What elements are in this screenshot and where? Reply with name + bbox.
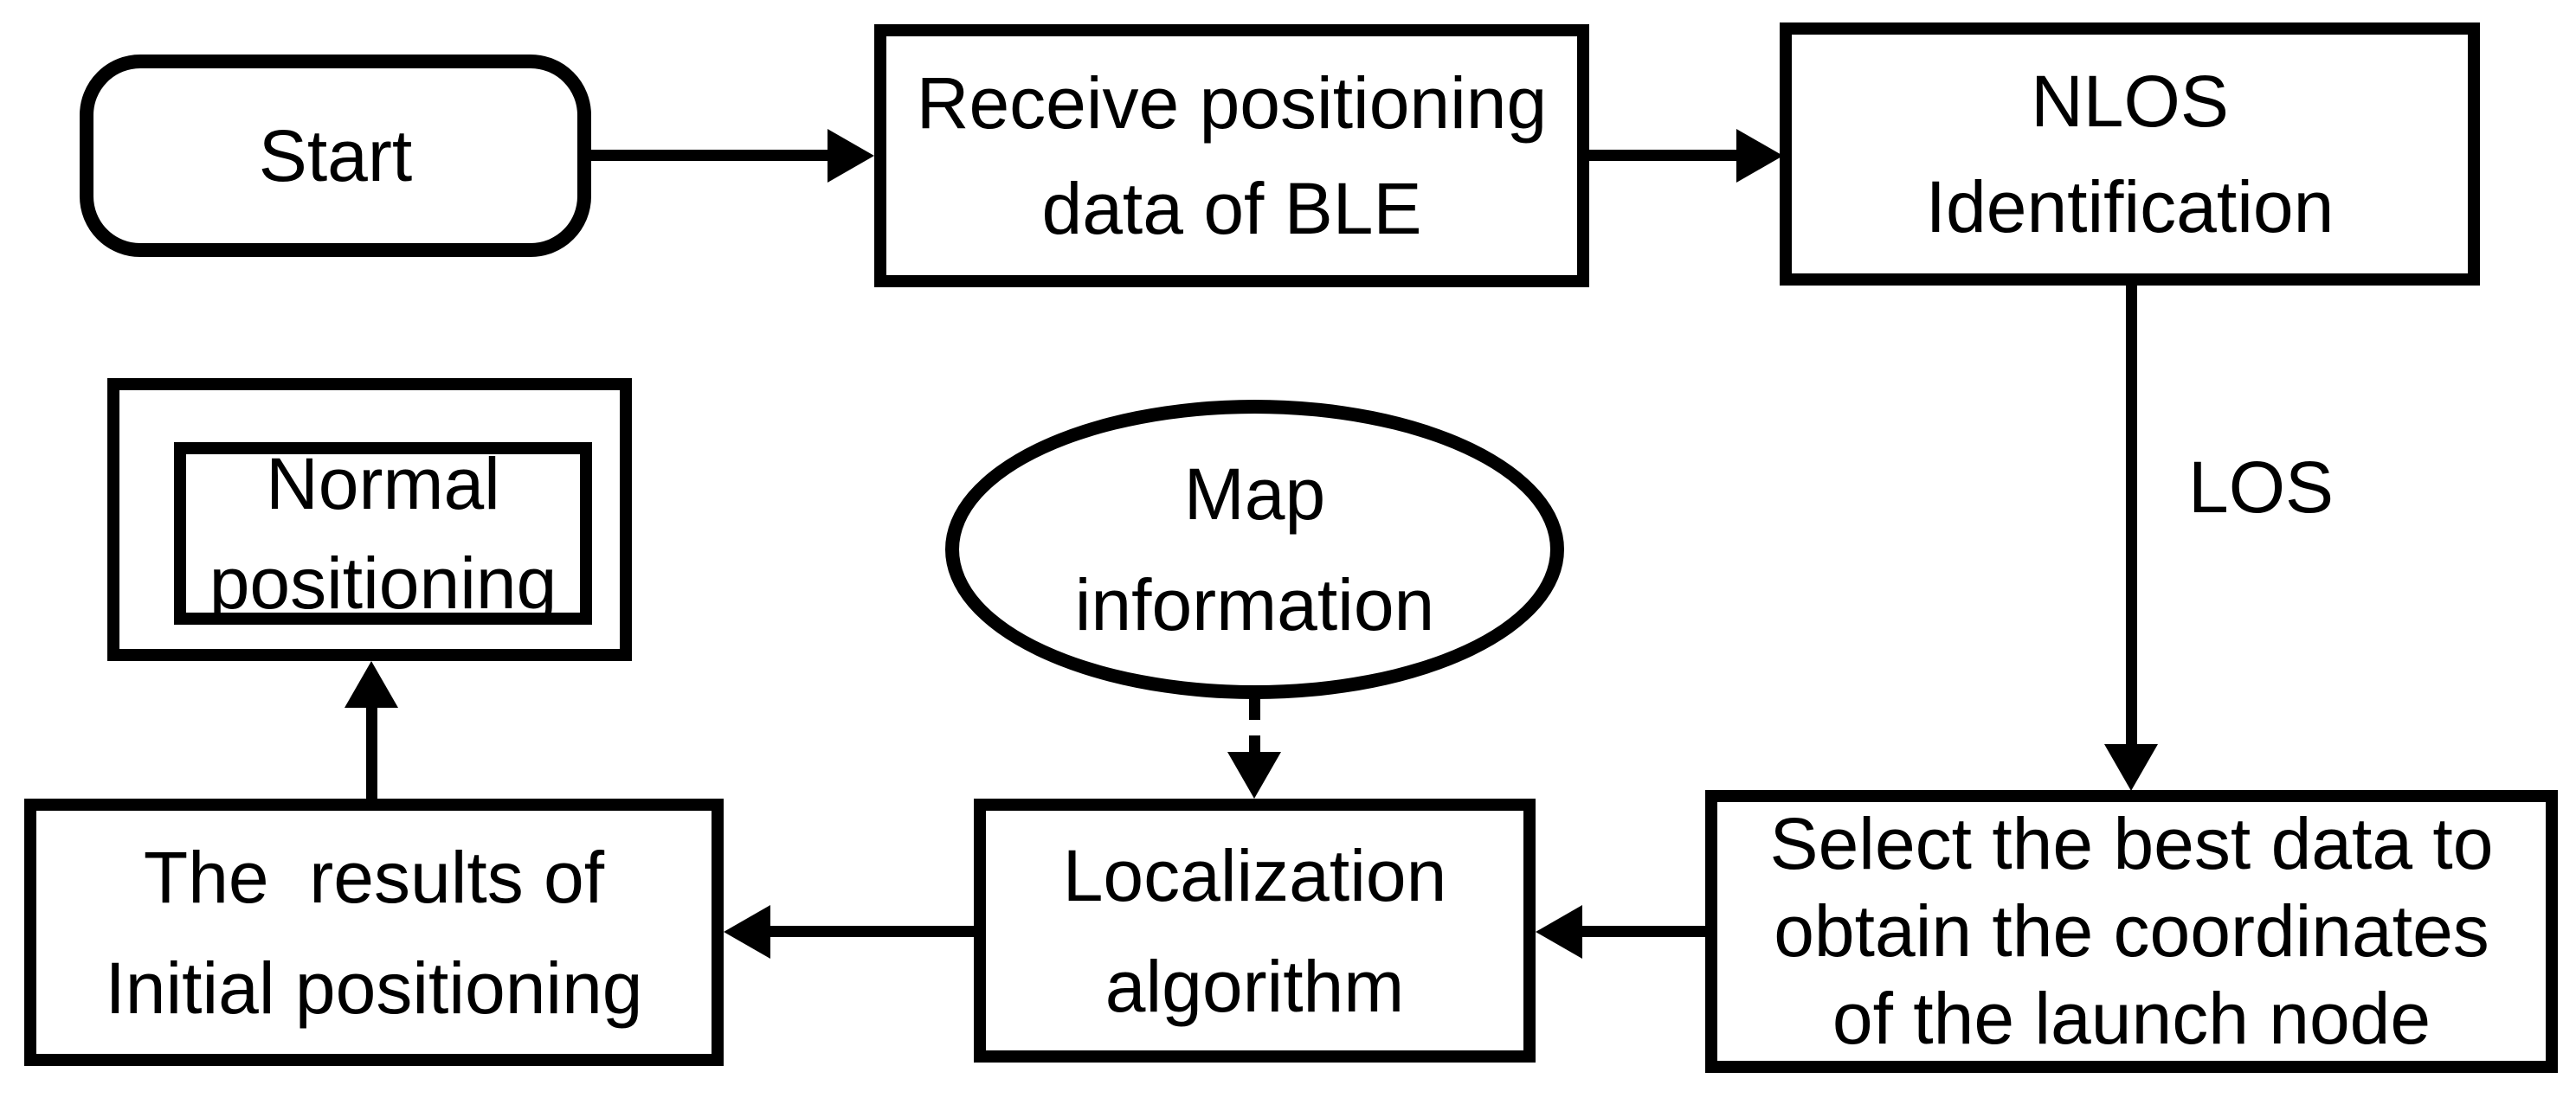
select-best-data-label-line3: of the launch node: [1832, 978, 2431, 1059]
arrow-results-to-normal-line: [366, 708, 377, 799]
map-information-label-line2: information: [1074, 564, 1435, 645]
normal-positioning-label-line1: Normal: [266, 442, 500, 524]
arrow-receive-to-nlos-line: [1589, 150, 1736, 161]
arrow-receive-to-nlos-arrowhead-icon: [1736, 129, 1783, 183]
localization-algorithm-node: Localization algorithm: [974, 799, 1536, 1063]
arrow-map-to-localization-arrowhead-icon: [1227, 752, 1281, 799]
initial-positioning-results-label-line1: The results of: [143, 836, 605, 918]
normal-positioning-outer-box: Normal positioning: [107, 378, 632, 661]
arrow-select-to-localization-arrowhead-icon: [1536, 905, 1582, 959]
arrow-start-to-receive-line: [591, 150, 828, 161]
arrow-localization-to-results-arrowhead-icon: [724, 905, 770, 959]
map-information-label-line1: Map: [1183, 453, 1326, 535]
initial-positioning-results-label-line2: Initial positioning: [105, 947, 643, 1029]
receive-ble-data-label-line2: data of BLE: [1041, 168, 1422, 249]
start-label: Start: [258, 114, 413, 196]
arrow-localization-to-results-line: [770, 926, 974, 937]
nlos-identification-label-line1: NLOS: [2031, 61, 2229, 142]
arrow-start-to-receive-arrowhead-icon: [828, 129, 874, 183]
arrow-nlos-to-select-line: [2126, 286, 2137, 745]
initial-positioning-results-node: The results of Initial positioning: [24, 799, 724, 1066]
arrow-map-to-localization-dash-1: [1249, 689, 1260, 720]
localization-algorithm-label-line1: Localization: [1062, 834, 1447, 916]
arrow-results-to-normal-arrowhead-icon: [345, 661, 398, 708]
arrow-select-to-localization-line: [1582, 926, 1705, 937]
nlos-identification-label-line2: Identification: [1925, 166, 2334, 247]
localization-algorithm-label-line2: algorithm: [1104, 945, 1405, 1027]
receive-ble-data-label-line1: Receive positioning: [916, 62, 1548, 144]
start-node: Start: [80, 55, 591, 257]
map-information-node: Map information: [945, 400, 1564, 699]
select-best-data-label-line2: obtain the coordinates: [1774, 890, 2489, 972]
normal-positioning-node: Normal positioning: [174, 442, 592, 625]
select-best-data-label-line1: Select the best data to: [1769, 803, 2494, 884]
arrow-map-to-localization-dash-2: [1249, 735, 1260, 756]
receive-ble-data-node: Receive positioning data of BLE: [874, 24, 1589, 287]
arrow-nlos-to-select-arrowhead-icon: [2104, 744, 2158, 791]
normal-positioning-label-line2: positioning: [209, 542, 557, 624]
select-best-data-node: Select the best data to obtain the coord…: [1705, 790, 2558, 1073]
nlos-identification-node: NLOS Identification: [1780, 22, 2480, 286]
los-edge-label: LOS: [2181, 446, 2341, 529]
